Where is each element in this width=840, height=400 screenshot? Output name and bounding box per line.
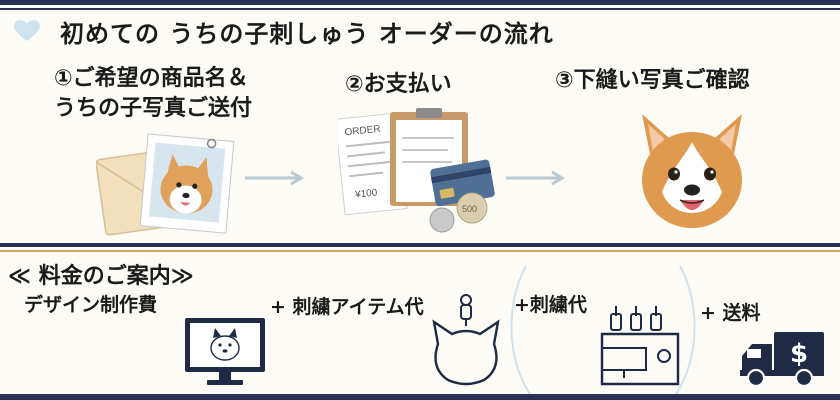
receipt-price-text: ¥100 <box>354 187 379 200</box>
step-1-label-line1: ①ご希望の商品名＆ <box>54 66 249 91</box>
step-1-label: ①ご希望の商品名＆ うちの子写真ご送付 <box>54 64 252 124</box>
fee-embroidery-label: +刺繍代 <box>514 294 587 316</box>
step-3-label: ③下縫い写真ご確認 <box>555 68 750 93</box>
delivery-truck-icon: $ <box>740 332 824 388</box>
page-title: 初めての うちの子刺しゅう オーダーの流れ <box>60 20 554 48</box>
section-divider <box>0 243 840 247</box>
fee-shipping-label: + 送料 <box>700 302 761 324</box>
bottom-border <box>0 394 840 400</box>
fee-design-label: デザイン制作費 <box>24 294 158 316</box>
cat-keychain-icon <box>432 294 500 386</box>
top-border <box>0 0 840 5</box>
coin-500-text: 500 <box>462 204 477 214</box>
step-1-label-line2: うちの子写真ご送付 <box>54 96 253 121</box>
monitor-corgi-icon <box>185 318 265 385</box>
step-2-label: ②お支払い <box>345 72 452 97</box>
top-border-thin <box>0 8 840 10</box>
order-payment-illustration: ORDER ¥100 500 <box>338 108 495 233</box>
corgi-embroidery-illustration <box>642 114 742 228</box>
order-receipt-text: ORDER <box>344 124 381 139</box>
embroidery-machine-icon <box>600 306 680 386</box>
section-divider-gold <box>0 250 840 252</box>
arrow-right-icon <box>245 170 304 186</box>
fee-embroidery-item-label: + 刺繍アイテム代 <box>270 296 424 318</box>
fees-title: ≪ 料金のご案内≫ <box>8 264 194 289</box>
envelope-photo-illustration <box>96 133 235 236</box>
heart-icon <box>14 20 40 41</box>
arrow-right-icon <box>506 170 565 186</box>
decorative-circle-arc <box>510 265 696 395</box>
svg-text:$: $ <box>790 339 808 369</box>
